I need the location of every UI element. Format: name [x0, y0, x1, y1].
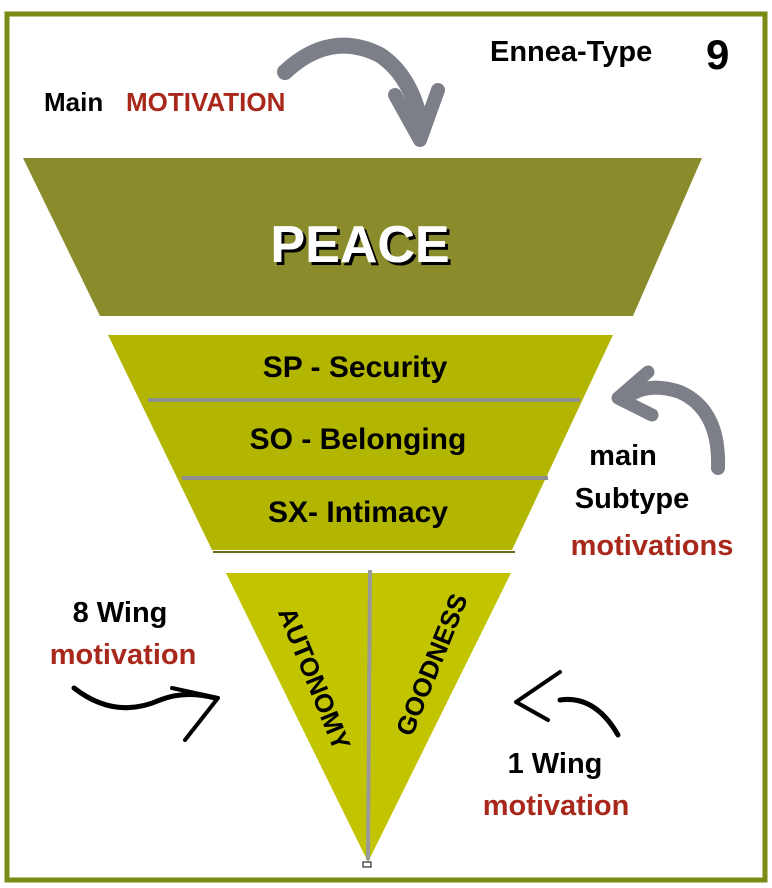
curved-arrow-down-icon — [277, 37, 445, 147]
main-label: Main — [44, 87, 103, 117]
ennea-type-number: 9 — [706, 31, 729, 78]
core-motivation-block — [23, 158, 702, 316]
wings-divider — [366, 569, 372, 861]
subtype-sx: SX- Intimacy — [268, 496, 448, 529]
wing-right-caption-line2: motivation — [483, 790, 630, 822]
subtype-so: SO - Belonging — [250, 423, 467, 456]
subtype-caption-line3: motivations — [571, 530, 734, 562]
subtype-sp: SP - Security — [263, 351, 448, 384]
wing-right-caption-line1: 1 Wing — [508, 748, 603, 780]
main-motivation-label: MOTIVATION — [126, 87, 285, 117]
subtype-caption-line1: main — [589, 440, 657, 472]
apex-marker — [362, 861, 372, 868]
subtype-caption-line2: Subtype — [575, 483, 689, 515]
subtypes-block — [108, 335, 613, 550]
ennea-type-label: Ennea-Type — [490, 36, 652, 68]
curved-arrow-left-black-icon — [514, 670, 621, 738]
curved-arrow-right-icon — [71, 685, 220, 742]
curved-arrow-left-icon — [611, 365, 726, 475]
wing-left-caption-line2: motivation — [50, 639, 197, 671]
wing-left-caption-line1: 8 Wing — [73, 597, 168, 629]
core-label: PEACE — [270, 216, 449, 274]
